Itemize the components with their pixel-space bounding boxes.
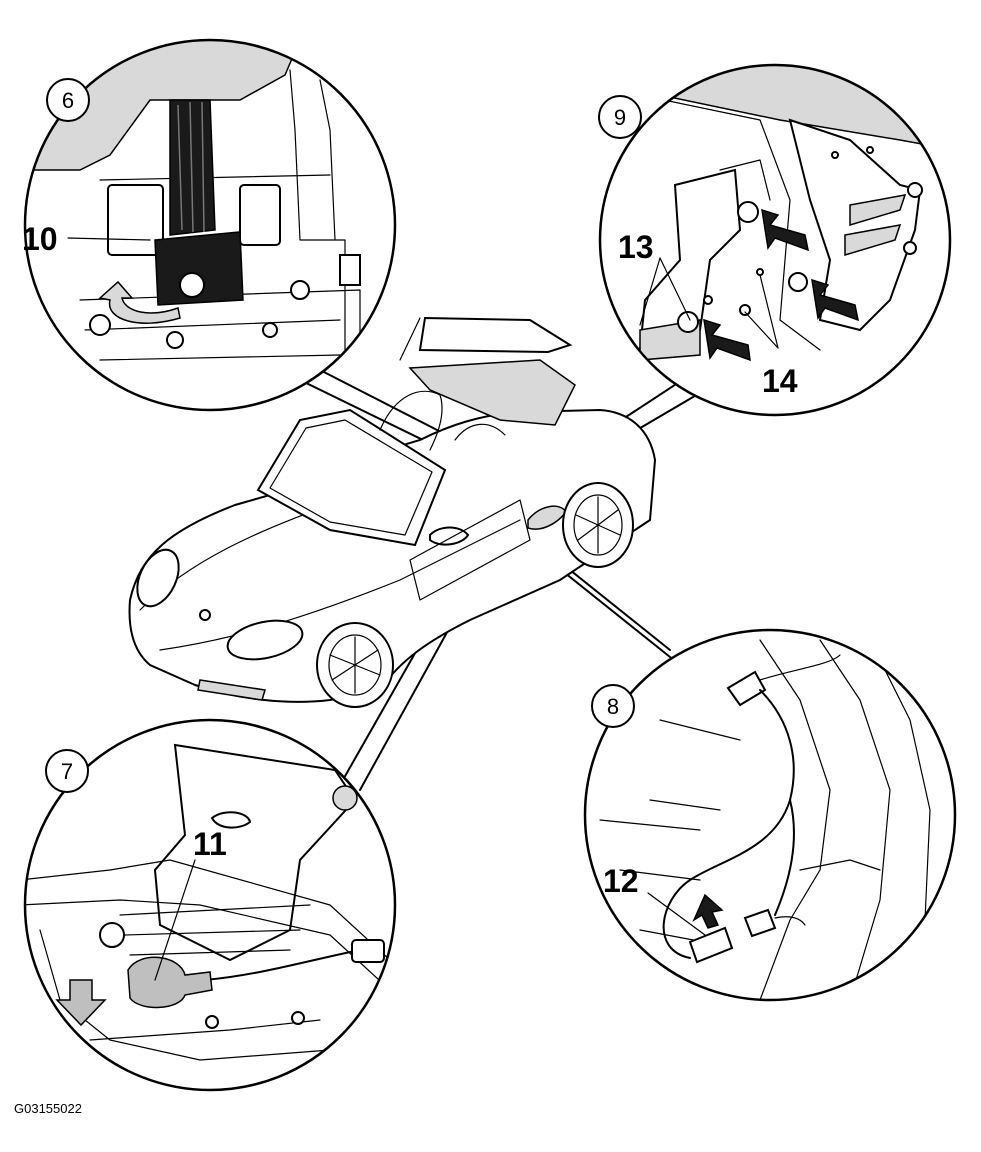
part-label-11: 11 <box>193 826 227 862</box>
car-illustration <box>128 316 657 708</box>
figure-code: G03155022 <box>14 1101 82 1116</box>
callout-7-label: 7 <box>61 759 73 784</box>
callout-8: 8 <box>591 684 635 728</box>
detail-circle-8 <box>583 628 957 1002</box>
callout-6: 6 <box>46 78 90 122</box>
part-label-12: 12 <box>603 863 639 899</box>
part-label-14: 14 <box>762 363 798 399</box>
callout-9-label: 9 <box>614 105 626 130</box>
part-label-10: 10 <box>22 221 58 257</box>
callout-6-label: 6 <box>62 88 74 113</box>
callout-7: 7 <box>45 749 89 793</box>
detail-circle-7 <box>23 718 397 1092</box>
callout-8-label: 8 <box>607 694 619 719</box>
part-label-13: 13 <box>618 229 654 265</box>
callout-9: 9 <box>598 95 642 139</box>
detail-circle-9 <box>598 63 952 417</box>
